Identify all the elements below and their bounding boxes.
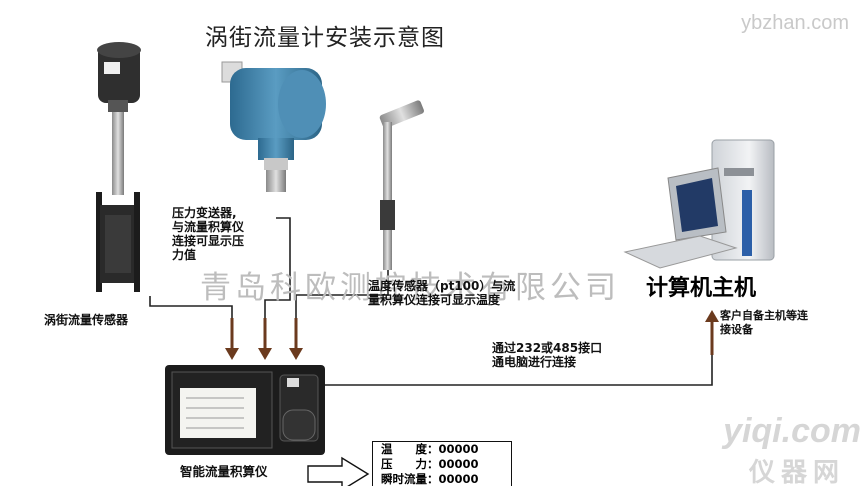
- label-pressure-line-2: 与流量积算仪: [172, 220, 245, 234]
- computer-icon: [623, 139, 775, 269]
- temperature-probe-icon: [379, 100, 424, 270]
- readout-temperature: 温 度：00000: [381, 442, 479, 456]
- label-rs-line-1: 通过232或485接口: [492, 341, 603, 355]
- label-temp-line-2: 量积算仪连接可显示温度: [368, 293, 501, 307]
- readout-instant-flow: 瞬时流量：00000: [381, 472, 479, 486]
- watermark-yiqi-cn: 仪器网: [748, 458, 845, 486]
- line-pressure-to-totalizer: [264, 217, 291, 320]
- line-temp-to-totalizer: [295, 270, 389, 320]
- readout-pressure: 压 力：00000: [381, 457, 479, 471]
- readout-pointer-arrow: [307, 456, 370, 486]
- label-temp-line-1: 温度传感器（pt100）与流: [368, 279, 516, 293]
- label-pressure-line-3: 连接可显示压: [172, 234, 245, 248]
- diagram-title: 涡街流量计安装示意图: [205, 25, 445, 51]
- signal-arrows: [225, 310, 719, 360]
- label-vortex-sensor: 涡街流量传感器: [44, 313, 129, 327]
- label-pressure-transmitter: 压力变送器, 与流量积算仪 连接可显示压 力值: [172, 206, 272, 262]
- readout-box: 温 度：00000 压 力：00000 瞬时流量：00000: [372, 441, 512, 486]
- line-vortex-to-totalizer: [149, 296, 233, 320]
- pressure-transmitter-icon: [221, 61, 326, 192]
- watermark-ybzhan: ybzhan.com: [741, 12, 849, 34]
- label-host-computer: 计算机主机: [646, 276, 757, 301]
- label-temperature-sensor: 温度传感器（pt100）与流 量积算仪连接可显示温度: [368, 279, 515, 307]
- label-flow-totalizer: 智能流量积算仪: [180, 464, 268, 479]
- watermark-yiqi: yiqi.com: [723, 412, 861, 450]
- flow-totalizer-icon: [165, 365, 325, 455]
- label-rs-line-2: 通电脑进行连接: [492, 355, 577, 369]
- label-customer-line-2: 接设备: [720, 323, 753, 336]
- label-pressure-line-1: 压力变送器,: [172, 206, 237, 220]
- label-pressure-line-4: 力值: [172, 248, 197, 262]
- watermark-company: 青岛科欧测控技术有限公司: [200, 270, 620, 306]
- label-rs-interface: 通过232或485接口 通电脑进行连接: [492, 341, 602, 369]
- label-customer-host: 客户自备主机等连 接设备: [720, 309, 808, 337]
- vortex-flowmeter-icon: [96, 42, 141, 292]
- label-customer-line-1: 客户自备主机等连: [720, 309, 808, 322]
